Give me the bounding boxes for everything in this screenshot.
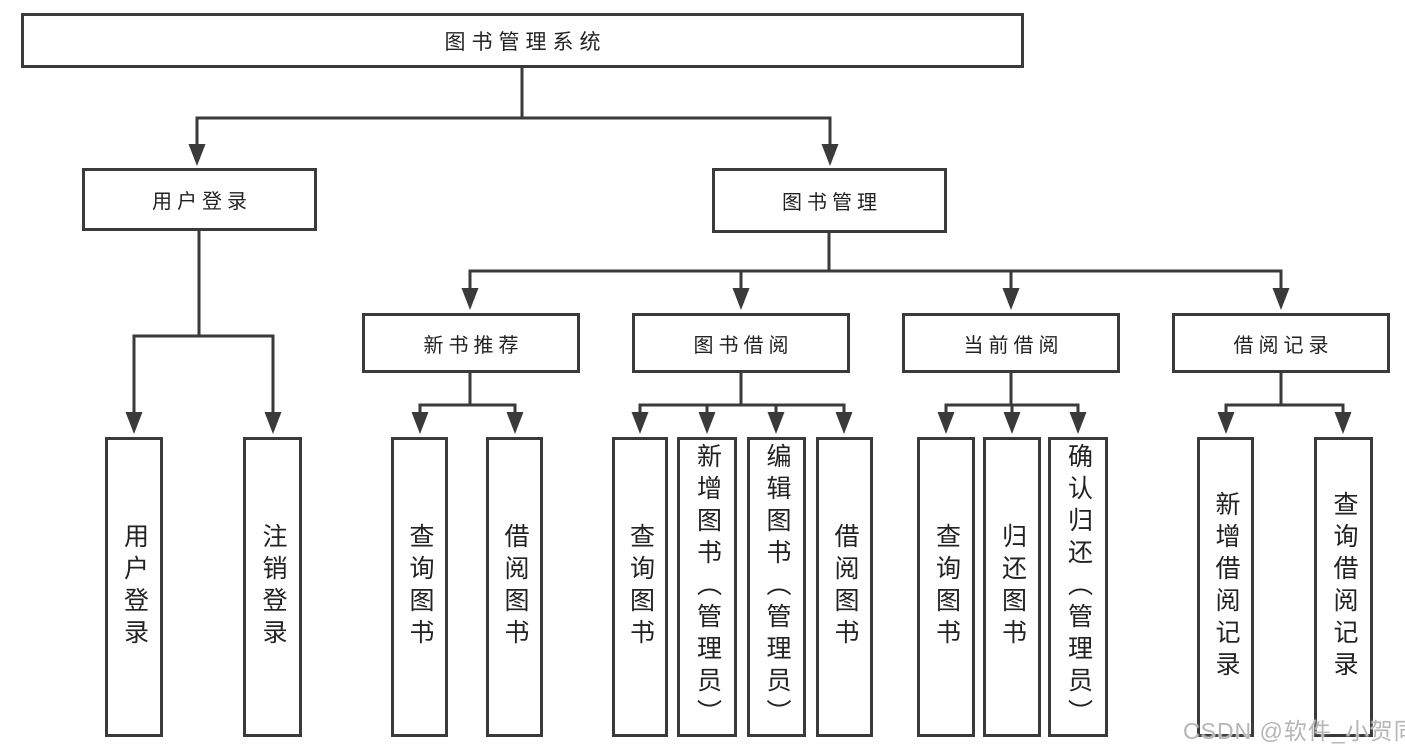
node-user-login: 用户登录	[82, 168, 317, 231]
node-leaf-borrow-books-recommend: 借阅图书	[486, 437, 543, 737]
node-leaf-borrow-books: 借阅图书	[816, 437, 873, 737]
node-book-management: 图书管理	[712, 168, 947, 233]
node-leaf-add-books-admin: 新增图书（管理员）	[677, 437, 737, 737]
node-leaf-query-books-recommend: 查询图书	[391, 437, 448, 737]
node-leaf-confirm-return-admin: 确认归还（管理员）	[1048, 437, 1108, 737]
node-leaf-query-books-borrow: 查询图书	[612, 437, 668, 737]
node-root-library-system: 图书管理系统	[21, 13, 1024, 68]
node-current-borrow: 当前借阅	[902, 313, 1120, 373]
node-leaf-add-borrow-record: 新增借阅记录	[1197, 437, 1254, 737]
node-leaf-logout: 注销登录	[243, 437, 302, 737]
node-leaf-return-books: 归还图书	[983, 437, 1041, 737]
csdn-watermark: CSDN @软件_小贺同学	[1183, 718, 1405, 744]
node-book-borrow: 图书借阅	[632, 313, 850, 373]
node-borrow-record: 借阅记录	[1172, 313, 1390, 373]
node-new-book-recommend: 新书推荐	[362, 313, 580, 373]
node-leaf-user-login: 用户登录	[105, 437, 163, 737]
node-leaf-query-borrow-record: 查询借阅记录	[1314, 437, 1373, 737]
node-leaf-query-books-current: 查询图书	[917, 437, 975, 737]
node-leaf-edit-books-admin: 编辑图书（管理员）	[747, 437, 806, 737]
